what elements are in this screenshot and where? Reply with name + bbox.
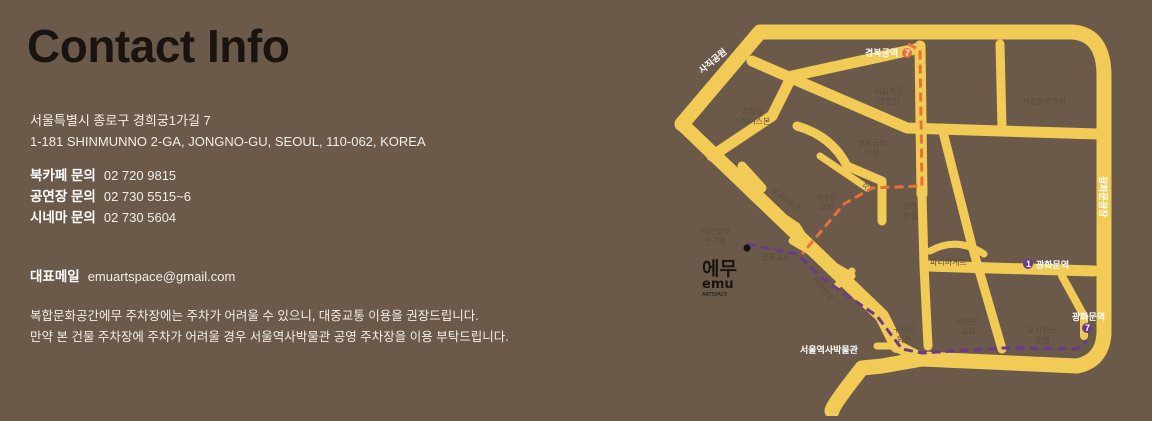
station-gyeongbokgung: 경복궁역 bbox=[865, 47, 898, 58]
road bbox=[763, 202, 816, 255]
station-gwanghwamun: 광화문역 bbox=[1036, 259, 1069, 270]
email-address: emuartspace@gmail.com bbox=[87, 269, 236, 284]
road bbox=[792, 121, 887, 226]
road bbox=[674, 24, 1112, 416]
page-title: Contact Info bbox=[27, 20, 290, 72]
phone-row-bookcafe: 북카페 문의 02 720 9815 bbox=[30, 165, 191, 186]
station-line-badge: 7 bbox=[905, 48, 910, 58]
road bbox=[816, 152, 871, 192]
route-orange bbox=[800, 42, 924, 255]
road bbox=[746, 55, 1103, 140]
address-english: 1-181 SHINMUNNO 2-GA, JONGNO-GU, SEOUL, … bbox=[30, 134, 426, 149]
place-label-paris: 파리바게트 bbox=[930, 257, 967, 267]
address-korean: 서울특별시 종로구 경희궁1가길 7 bbox=[30, 113, 211, 128]
road bbox=[926, 240, 988, 258]
phone-label: 시네마 문의 bbox=[30, 210, 96, 225]
station-line-badge: 1 bbox=[1026, 259, 1031, 269]
phone-row-theater: 공연장 문의 02 730 5515~6 bbox=[30, 186, 191, 207]
station-marker bbox=[1082, 323, 1092, 333]
parking-notice: 복합문화공간에무 주차장에는 주차가 어려울 수 있으니, 대중교통 이용을 권… bbox=[30, 306, 509, 348]
email-block: 대표메일 emuartspace@gmail.com bbox=[30, 265, 235, 285]
road bbox=[706, 42, 926, 162]
location-map: 7 경복궁역 1 광화문역 7 광화문역 사직공원 성곡미술관 새문안로 광화문… bbox=[674, 24, 1112, 416]
phone-number: 02 730 5604 bbox=[103, 210, 177, 225]
station-line-badge: 7 bbox=[1085, 323, 1090, 333]
road bbox=[818, 252, 886, 320]
place-label-museum: 서울역사박물관 bbox=[800, 344, 859, 355]
road-label-gwanghwamun-square: 광화문광장 bbox=[1098, 176, 1109, 218]
emu-location-marker bbox=[743, 244, 751, 252]
phone-number: 02 720 9815 bbox=[103, 168, 177, 183]
phone-list: 북카페 문의 02 720 9815 공연장 문의 02 730 5515~6 시네… bbox=[30, 165, 191, 228]
route-purple bbox=[746, 242, 1088, 355]
logo-latin: emu bbox=[702, 277, 734, 292]
phone-number: 02 730 5515~6 bbox=[103, 189, 191, 204]
road bbox=[937, 123, 1007, 354]
phone-label: 북카페 문의 bbox=[30, 168, 96, 183]
email-label: 대표메일 bbox=[30, 269, 80, 284]
place-label-gov: 서울정부청사 bbox=[1022, 96, 1067, 106]
notice-line: 복합문화공간에무 주차장에는 주차가 어려울 수 있으니, 대중교통 이용을 권… bbox=[30, 309, 479, 323]
station-marker bbox=[902, 48, 912, 58]
road bbox=[921, 260, 1100, 277]
station-marker bbox=[1023, 259, 1033, 269]
phone-label: 공연장 문의 bbox=[30, 189, 96, 204]
logo-sub: ARTSPACE bbox=[702, 292, 727, 298]
road bbox=[1058, 272, 1088, 340]
station-gwanghwamun-2: 광화문역 bbox=[1072, 311, 1105, 322]
road bbox=[891, 340, 928, 365]
road bbox=[833, 267, 856, 290]
place-label-su: 수 bbox=[862, 182, 869, 191]
address-block: 서울특별시 종로구 경희궁1가길 7 1-181 SHINMUNNO 2-GA,… bbox=[30, 110, 426, 152]
emu-logo: 에무 emu ARTSPACE bbox=[702, 255, 748, 304]
road bbox=[737, 161, 767, 193]
road bbox=[995, 39, 1007, 133]
logo-korean: 에무 bbox=[702, 258, 737, 280]
phone-row-cinema: 시네마 문의 02 730 5604 bbox=[30, 207, 191, 228]
notice-line: 만약 본 건물 주차장에 주차가 어려울 경우 서울역사박물관 공영 주차장을 … bbox=[30, 330, 509, 344]
place-label-salim: 살롬교회 bbox=[761, 253, 790, 262]
